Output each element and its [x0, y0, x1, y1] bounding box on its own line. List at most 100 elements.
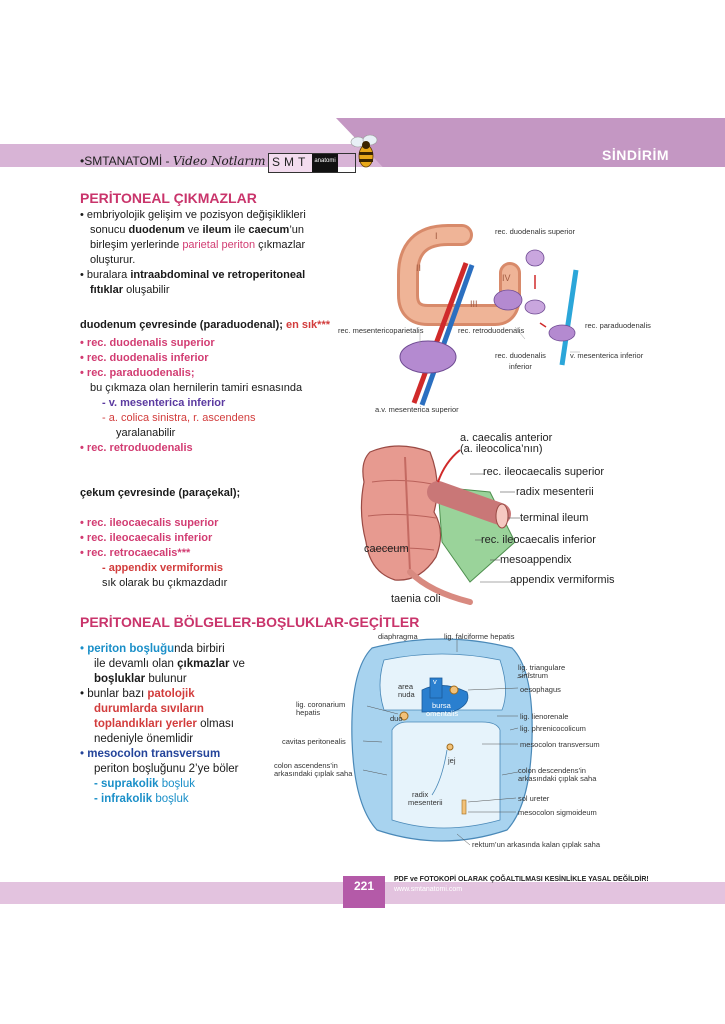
- fig3-area-1: area: [398, 682, 414, 691]
- fig3-duo: duo: [390, 714, 403, 723]
- figure-paraduodenal-art: [397, 224, 580, 406]
- fig3-radix-2: mesenterii: [408, 798, 443, 807]
- intro-text: • embriyolojik gelişim ve pozisyon değiş…: [80, 208, 340, 298]
- regions-b2-l3: toplandıkları yerler olması: [94, 718, 234, 730]
- fig1-label-para: rec. paraduodenalis: [585, 321, 651, 330]
- fig2-label-radix: radix mesenterii: [516, 486, 594, 498]
- intro-line-1: • embriyolojik gelişim ve pozisyon değiş…: [80, 209, 306, 221]
- fig3-lieno: lig. lienorenale: [520, 712, 569, 721]
- regions-b2-l2: durumlarda sıvıların: [94, 703, 204, 715]
- fig3-solur: sol ureter: [518, 794, 550, 803]
- intro-line-4: oluşturur.: [90, 254, 136, 266]
- fig1-part-IV: IV: [502, 273, 511, 283]
- intro-line-2: sonucu duodenum ve ileum ile caecum’un: [90, 224, 305, 236]
- fig2-label-appendix: appendix vermiformis: [510, 574, 615, 586]
- caecum-list: çekum çevresinde (paraçekal); • rec. ile…: [80, 486, 345, 591]
- fig1-label-dinf-2: inferior: [509, 362, 532, 371]
- regions-b1-l1: • periton boşluğunda birbiri: [80, 643, 225, 655]
- fig3-jej: jej: [448, 756, 456, 765]
- fig3-cds-1: colon descendens’in: [518, 766, 586, 775]
- fig3-triang-1: lig. triangulare: [518, 663, 566, 672]
- regions-b3-l1: • mesocolon transversum: [80, 748, 221, 760]
- smt-logo: SMT anatomi: [268, 153, 356, 173]
- fig1-label-vmi: v. mesenterica inferior: [570, 351, 644, 360]
- figure-peritoneal-regions-art: [351, 638, 533, 846]
- header-tab: [336, 118, 725, 167]
- caecum-item-1: • rec. ileocaecalis superior: [80, 517, 219, 529]
- duodenum-item-3-sub1: - v. mesenterica inferior: [102, 397, 226, 409]
- logo-sub: anatomi: [312, 154, 338, 172]
- figure-peritoneal-regions: diaphragma lig. falciforme hepatis lig. …: [272, 630, 632, 855]
- fig2-label-ic-inf: rec. ileocaecalis inferior: [481, 534, 596, 546]
- regions-b3-l2: periton boşluğunu 2’ye böler: [94, 763, 239, 775]
- fig1-part-I: I: [435, 231, 438, 241]
- duodenum-item-4: • rec. retroduodenalis: [80, 442, 193, 454]
- section-title-regions: PERİTONEAL BÖLGELER-BOŞLUKLAR-GEÇİTLER: [80, 614, 420, 630]
- fig3-diaphragma: diaphragma: [378, 632, 418, 641]
- caecum-item-2: • rec. ileocaecalis inferior: [80, 532, 213, 544]
- intro-line-6: fıtıklar oluşabilir: [90, 284, 170, 296]
- fig3-falciforme: lig. falciforme hepatis: [444, 632, 515, 641]
- fig2-label-caecalis-ant: a. caecalis anterior: [460, 432, 553, 444]
- fig3-rektum: rektum’un arkasında kalan çıplak saha: [472, 840, 600, 849]
- regions-b2-l1: • bunlar bazı patolojik: [80, 688, 195, 700]
- regions-b2-l4: nedeniyle önemlidir: [94, 733, 194, 745]
- page-number: 221: [343, 876, 385, 908]
- fig3-radix-1: radix: [412, 790, 429, 799]
- bee-icon: [350, 134, 378, 168]
- duodenum-item-3: • rec. paraduodenalis;: [80, 367, 195, 379]
- fig1-part-II: II: [416, 263, 422, 273]
- fig2-label-ileum: terminal ileum: [520, 512, 589, 524]
- fig3-cds-2: arkasındaki çıplak saha: [518, 774, 597, 783]
- fig3-bursa-1: bursa: [432, 701, 451, 710]
- footer-copyright: PDF ve FOTOKOPİ OLARAK ÇOĞALTILMASI KESİ…: [394, 876, 649, 883]
- duodenum-item-3-note: bu çıkmaza olan hernilerin tamiri esnası…: [90, 382, 303, 394]
- fig1-label-retro: rec. retroduodenalis: [458, 326, 525, 335]
- duodenum-item-3-sub2b: yaralanabilir: [116, 427, 176, 439]
- footer-website: www.smtanatomi.com: [394, 886, 463, 893]
- fig1-label-avms: a.v. mesenterica superior: [375, 405, 459, 414]
- fig3-coron-1: lig. coronarium: [296, 700, 346, 709]
- fig2-label-mesoappendix: mesoappendix: [500, 554, 572, 566]
- regions-b1-l2: ile devamlı olan çıkmazlar ve: [94, 658, 245, 670]
- fig3-bursa-2: omentalis: [426, 709, 459, 718]
- regions-text: • periton boşluğunda birbiri ile devamlı…: [80, 642, 280, 807]
- regions-b1-l3: boşluklar bulunur: [94, 673, 187, 685]
- duodenum-item-2: • rec. duodenalis inferior: [80, 352, 209, 364]
- fig2-label-caeceum: caeceum: [364, 543, 409, 555]
- fig3-oeso: oesophagus: [520, 685, 561, 694]
- fig3-cavitas: cavitas peritonealis: [282, 737, 346, 746]
- intro-line-3: birleşim yerlerinde parietal periton çık…: [90, 239, 306, 251]
- fig1-label-mesp: rec. mesentericoparietalis: [338, 326, 424, 335]
- fig3-cas-2: arkasındaki çıplak saha: [274, 769, 353, 778]
- duodenum-list: duodenum çevresinde (paraduodenal); en s…: [80, 318, 345, 456]
- fig3-area-2: nuda: [398, 690, 415, 699]
- duodenum-item-3-sub2: - a. colica sinistra, r. ascendens: [102, 412, 256, 424]
- caecum-item-3: • rec. retrocaecalis***: [80, 547, 191, 559]
- intro-line-5: • buralara intraabdominal ve retroperito…: [80, 269, 306, 281]
- fig1-label-dinf-1: rec. duodenalis: [495, 351, 546, 360]
- chapter-title: SİNDİRİM: [602, 147, 669, 163]
- fig3-triang-2: sinistrum: [518, 671, 549, 680]
- duodenum-item-1: • rec. duodenalis superior: [80, 337, 215, 349]
- logo-main: SMT: [269, 154, 313, 172]
- fig3-mesot: mesocolon transversum: [520, 740, 600, 749]
- fig3-phreno: lig. phrenicocolicum: [520, 724, 586, 733]
- fig3-cas-1: colon ascendens’in: [274, 761, 338, 770]
- fig3-mesosig: mesocolon sigmoideum: [518, 808, 597, 817]
- fig3-coron-2: hepatis: [296, 708, 321, 717]
- caecum-item-3-note: sık olarak bu çıkmazdadır: [102, 577, 228, 589]
- fig2-label-caecalis-ant-2: (a. ileocolica’nın): [460, 443, 543, 455]
- duodenum-heading: duodenum çevresinde (paraduodenal); en s…: [80, 319, 331, 331]
- fig2-label-taenia: taenia coli: [391, 593, 441, 605]
- section-title-peritoneal: PERİTONEAL ÇIKMAZLAR: [80, 190, 257, 206]
- fig3-v: v: [433, 677, 437, 686]
- regions-b3-l3: - suprakolik boşluk: [94, 778, 195, 790]
- figure-paraduodenal: I II III IV rec. duodenalis superior rec…: [330, 215, 670, 420]
- caecum-heading: çekum çevresinde (paraçekal);: [80, 487, 241, 499]
- fig1-part-III: III: [470, 299, 478, 309]
- figure-ileocaecal: a. caecalis anterior (a. ileocolica’nın)…: [350, 432, 680, 612]
- fig2-label-ic-sup: rec. ileocaecalis superior: [483, 466, 605, 478]
- brand-text: •SMTANATOMİ -: [80, 154, 173, 168]
- fig1-label-dup: rec. duodenalis superior: [495, 227, 576, 236]
